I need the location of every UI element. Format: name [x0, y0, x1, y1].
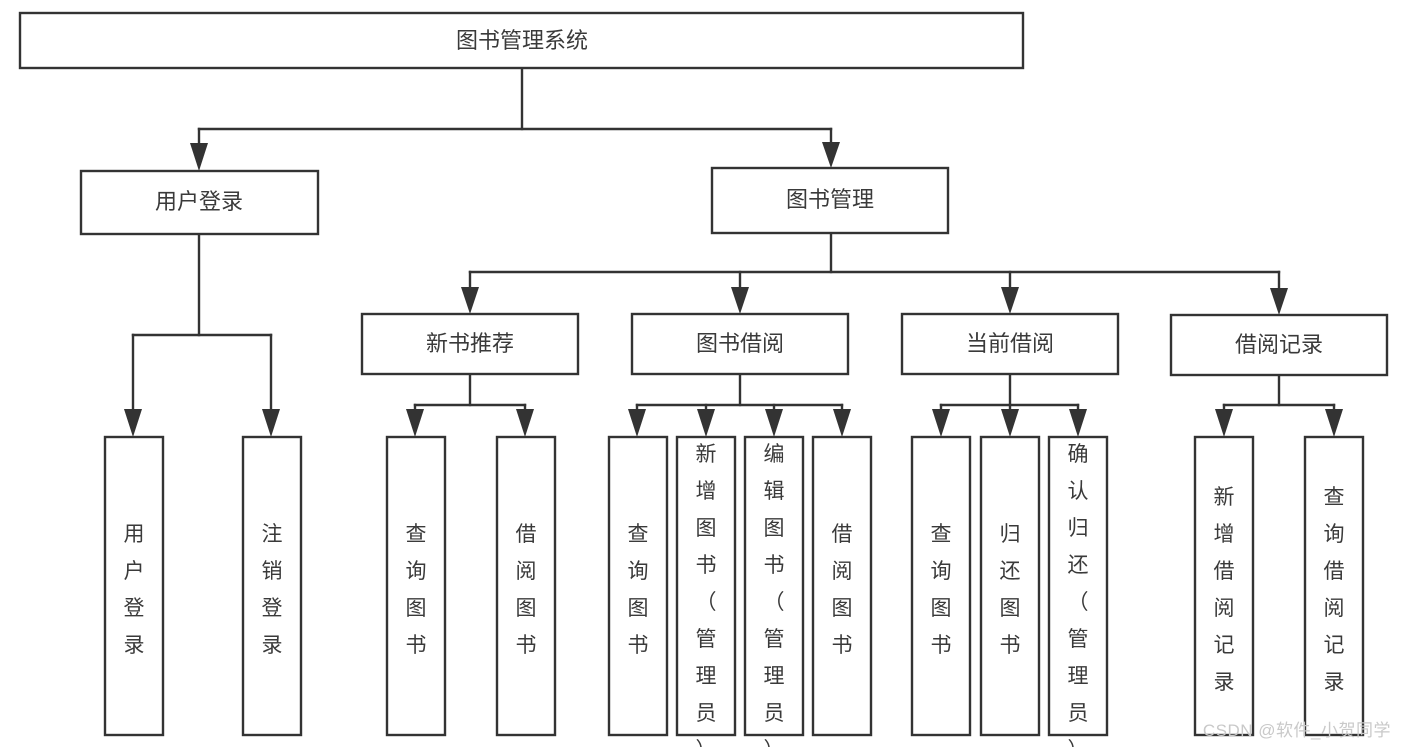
leaf-book-borrow-3[interactable]: 编辑图书（管理员）	[743, 435, 805, 747]
leaf-book-borrow-2-label: 新增图书（管理员）	[696, 443, 717, 747]
leaf-new-book-1-box[interactable]	[385, 435, 447, 737]
node-root[interactable]: 图书管理系统	[18, 11, 1025, 70]
arrow-head-borrow-record	[1270, 288, 1288, 315]
arrow-head-leaf-bookborrow-2	[697, 409, 715, 437]
node-borrow-record-box[interactable]	[1169, 313, 1389, 377]
node-root-label: 图书管理系统	[456, 28, 588, 53]
node-current-borrow[interactable]: 当前借阅	[900, 312, 1120, 376]
leaf-borrow-record-2-box[interactable]	[1303, 435, 1365, 737]
leaf-current-borrow-2-label: 归还图书	[1000, 523, 1021, 657]
arrow-head-leaf-newbook-1	[406, 409, 424, 437]
node-new-book-recommend-box[interactable]	[360, 312, 580, 376]
leaf-user-login-2-label: 注销登录	[262, 523, 283, 657]
leaf-user-login-2-box[interactable]	[241, 435, 303, 737]
leaf-book-borrow-1[interactable]: 查询图书	[607, 435, 669, 737]
leaf-book-borrow-4[interactable]: 借阅图书	[811, 435, 873, 737]
leaf-current-borrow-2-box[interactable]	[979, 435, 1041, 737]
node-user-login-box[interactable]	[79, 169, 320, 236]
leaf-book-borrow-1-box[interactable]	[607, 435, 669, 737]
arrow-head-book-borrow	[731, 287, 749, 314]
leaf-current-borrow-3-box[interactable]	[1047, 435, 1109, 737]
node-book-borrow[interactable]: 图书借阅	[630, 312, 850, 376]
leaf-borrow-record-1-box[interactable]	[1193, 435, 1255, 737]
leaf-current-borrow-1-label: 查询图书	[931, 523, 952, 657]
node-book-management-box[interactable]	[710, 166, 950, 235]
leaf-user-login-1-box[interactable]	[103, 435, 165, 737]
arrow-head-leaf-bookborrow-3	[765, 409, 783, 437]
leaf-borrow-record-1[interactable]: 新增借阅记录	[1193, 435, 1255, 737]
arrow-head-leaf-borrowrecord-2	[1325, 409, 1343, 437]
leaf-book-borrow-2-box[interactable]	[675, 435, 737, 737]
leaf-book-borrow-4-label: 借阅图书	[832, 523, 853, 657]
node-user-login[interactable]: 用户登录	[79, 169, 320, 236]
node-current-borrow-label: 当前借阅	[966, 331, 1054, 356]
leaf-book-borrow-4-box[interactable]	[811, 435, 873, 737]
arrow-head-user-login	[190, 143, 208, 171]
arrow-head-leaf-currentborrow-2	[1001, 409, 1019, 437]
node-new-book-recommend[interactable]: 新书推荐	[360, 312, 580, 376]
arrow-head-book-mgmt	[822, 142, 840, 168]
arrow-head-leaf-bookborrow-4	[833, 409, 851, 437]
node-user-login-label: 用户登录	[155, 189, 243, 214]
node-book-management-label: 图书管理	[786, 187, 874, 212]
csdn-watermark: CSDN @软件_小贺同学	[1202, 721, 1391, 740]
leaf-new-book-2[interactable]: 借阅图书	[495, 435, 557, 737]
arrow-head-current-borrow	[1001, 287, 1019, 314]
arrow-head-leaf-newbook-2	[516, 409, 534, 437]
leaf-borrow-record-2-label: 查询借阅记录	[1324, 486, 1345, 694]
leaf-current-borrow-3[interactable]: 确认归还（管理员）	[1047, 435, 1109, 747]
arrow-head-leaf-currentborrow-3	[1069, 409, 1087, 437]
leaf-user-login-1[interactable]: 用户登录	[103, 435, 165, 737]
node-current-borrow-box[interactable]	[900, 312, 1120, 376]
arrow-head-leaf-bookborrow-1	[628, 409, 646, 437]
node-root-box[interactable]	[18, 11, 1025, 70]
leaf-book-borrow-2[interactable]: 新增图书（管理员）	[675, 435, 737, 747]
leaf-current-borrow-1-box[interactable]	[910, 435, 972, 737]
leaf-current-borrow-3-label: 确认归还（管理员）	[1068, 443, 1089, 747]
node-new-book-recommend-label: 新书推荐	[426, 331, 514, 356]
arrow-head-leaf-borrowrecord-1	[1215, 409, 1233, 437]
connector-layer	[124, 66, 1343, 437]
arrow-head-leaf-user-login-2	[262, 409, 280, 437]
leaf-book-borrow-3-box[interactable]	[743, 435, 805, 737]
leaf-new-book-2-label: 借阅图书	[516, 523, 537, 657]
node-book-borrow-box[interactable]	[630, 312, 850, 376]
leaf-current-borrow-1[interactable]: 查询图书	[910, 435, 972, 737]
arrow-head-leaf-currentborrow-1	[932, 409, 950, 437]
node-borrow-record-label: 借阅记录	[1235, 332, 1323, 357]
leaf-new-book-1-label: 查询图书	[406, 523, 427, 657]
arrow-head-new-book	[461, 287, 479, 314]
leaf-borrow-record-2[interactable]: 查询借阅记录	[1303, 435, 1365, 737]
leaf-new-book-2-box[interactable]	[495, 435, 557, 737]
leaf-book-borrow-1-label: 查询图书	[628, 523, 649, 657]
leaf-book-borrow-3-label: 编辑图书（管理员）	[764, 443, 785, 747]
leaf-new-book-1[interactable]: 查询图书	[385, 435, 447, 737]
leaf-current-borrow-2[interactable]: 归还图书	[979, 435, 1041, 737]
node-book-borrow-label: 图书借阅	[696, 331, 784, 356]
leaf-borrow-record-1-label: 新增借阅记录	[1214, 486, 1235, 694]
arrow-head-leaf-user-login-1	[124, 409, 142, 437]
node-book-management[interactable]: 图书管理	[710, 166, 950, 235]
leaf-user-login-1-label: 用户登录	[124, 523, 145, 657]
node-borrow-record[interactable]: 借阅记录	[1169, 313, 1389, 377]
leaf-user-login-2[interactable]: 注销登录	[241, 435, 303, 737]
